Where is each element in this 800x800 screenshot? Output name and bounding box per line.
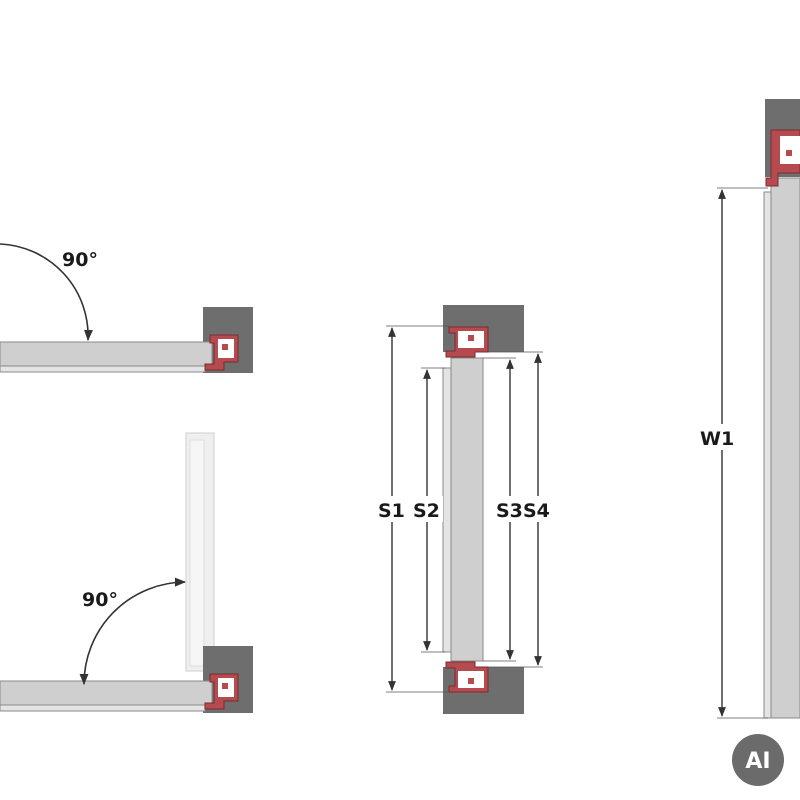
frame-profile <box>204 673 239 710</box>
right-section-assembly: W1 <box>698 99 800 719</box>
top-left-hinge-assembly: 90° <box>0 243 253 373</box>
ai-badge-text: AI <box>745 749 770 774</box>
frame-profile-top <box>765 129 800 187</box>
door-panel <box>0 341 213 367</box>
dimension-label-w1: W1 <box>700 428 734 450</box>
door-panel <box>0 680 213 706</box>
bottom-left-hinge-assembly: 90° <box>0 432 253 713</box>
frame-profile <box>204 334 239 371</box>
angle-label-top: 90° <box>62 249 98 271</box>
frame-profile-bottom <box>445 661 489 693</box>
angle-arc-top <box>0 243 93 342</box>
dimension-label-s3: S3 <box>496 500 523 522</box>
panel-edge <box>442 367 452 653</box>
door-panel-edge <box>0 365 206 373</box>
ai-badge: AI <box>732 734 784 786</box>
panel <box>450 357 484 662</box>
middle-section-assembly: S1 S2 S3 S4 <box>376 305 553 714</box>
open-door-ghost-inner <box>189 439 205 667</box>
dimension-label-s1: S1 <box>378 500 405 522</box>
door-panel-edge <box>0 704 206 712</box>
frame-profile-top <box>445 326 489 358</box>
dimension-label-s2: S2 <box>413 500 440 522</box>
panel <box>770 177 800 719</box>
angle-label-bottom: 90° <box>82 589 118 611</box>
panel-edge <box>763 191 772 719</box>
dimension-label-s4: S4 <box>523 500 550 522</box>
angle-arc-bottom <box>79 577 187 686</box>
